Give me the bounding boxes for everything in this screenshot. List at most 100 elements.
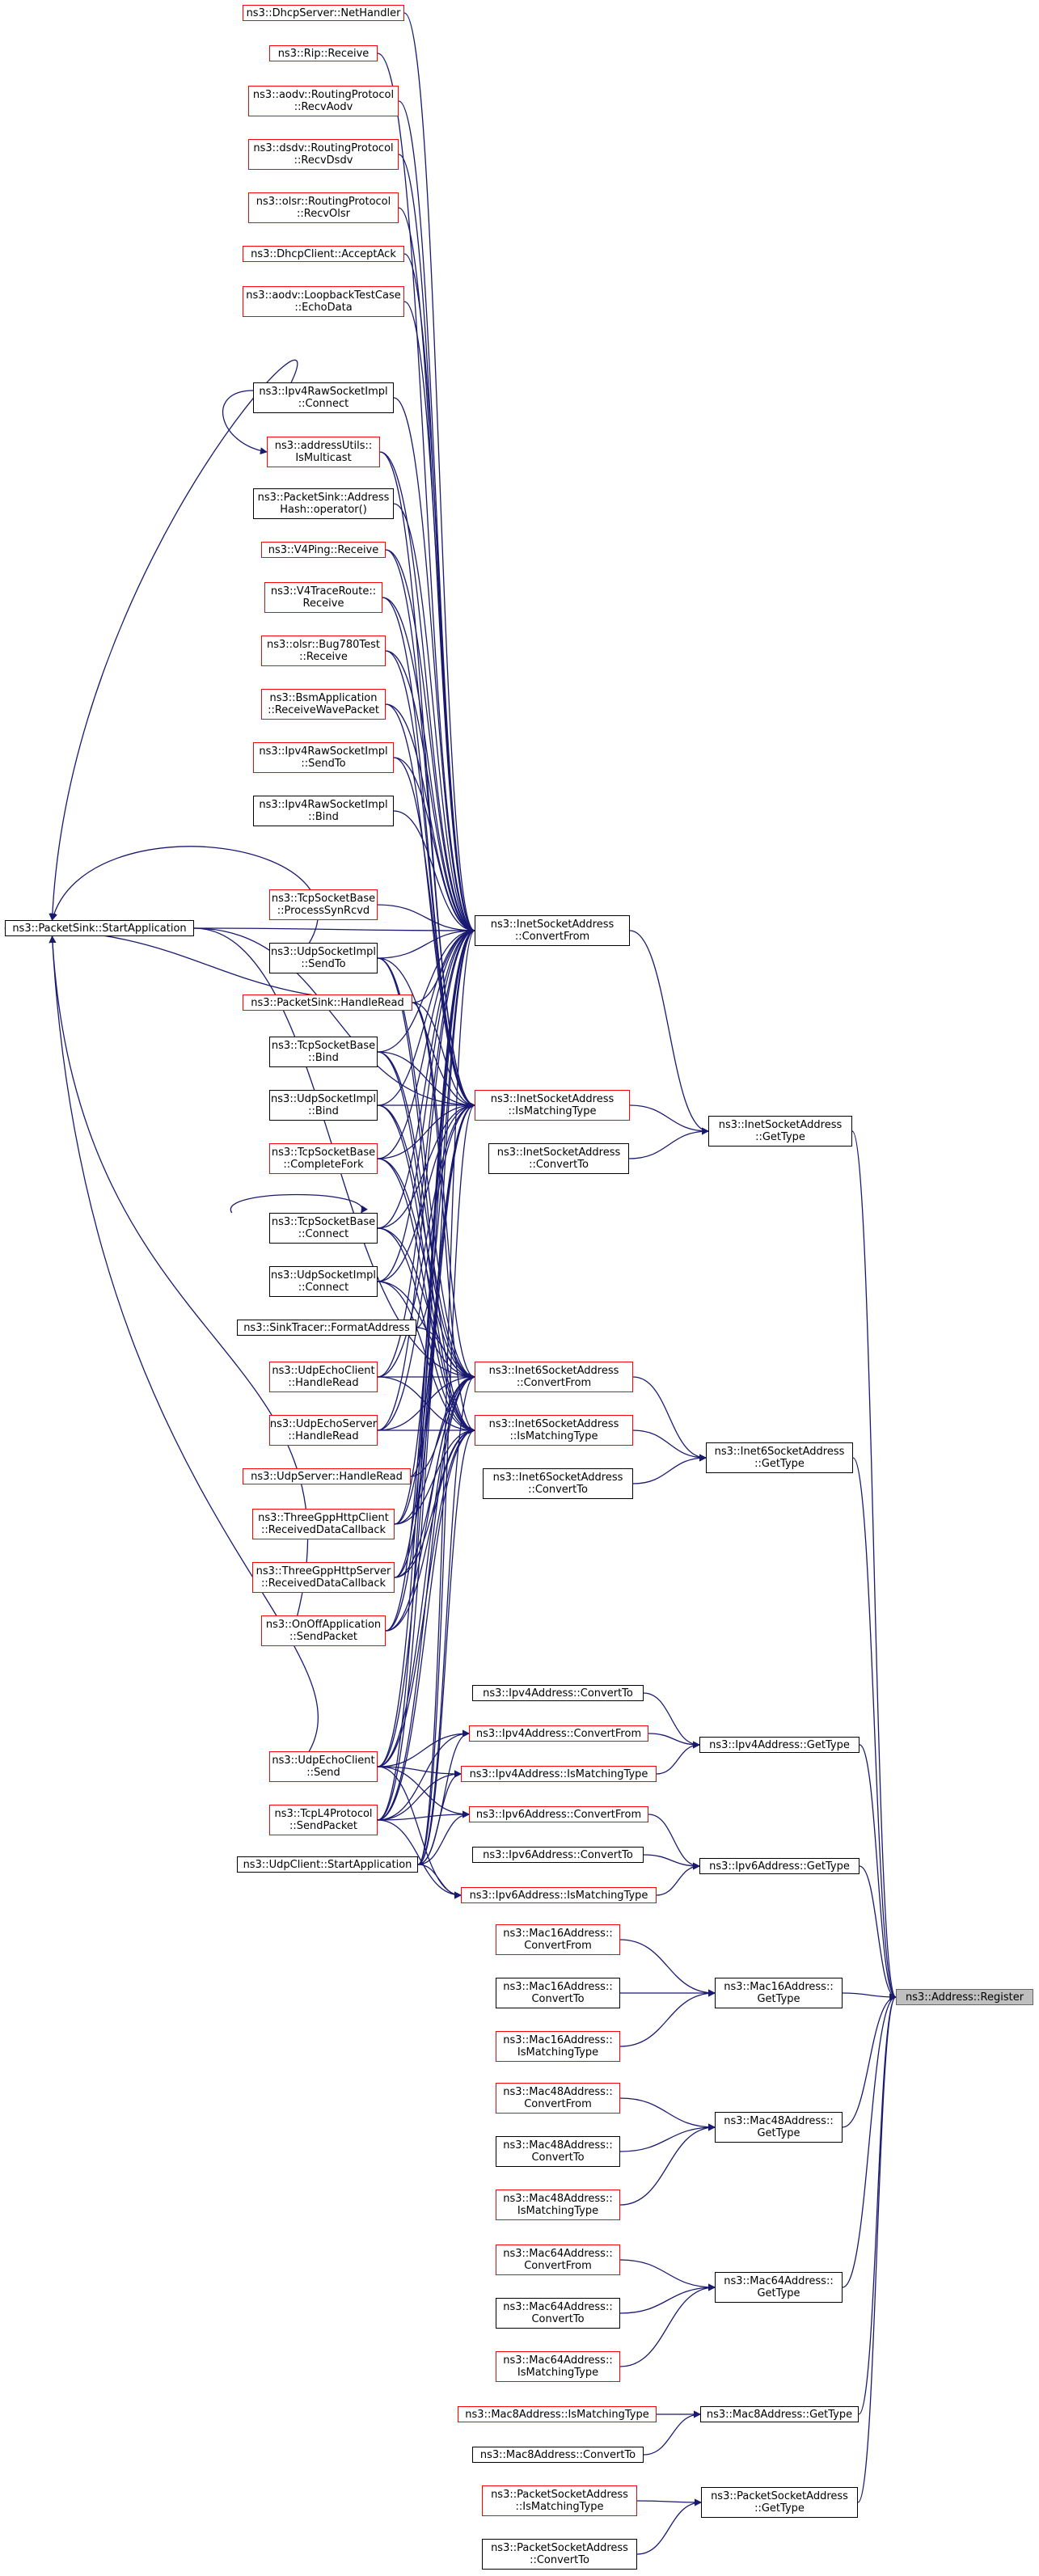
node-ipv6-convertfrom[interactable]: ns3::Ipv6Address::ConvertFrom <box>469 1806 648 1822</box>
node-v4ping-receive[interactable]: ns3::V4Ping::Receive <box>261 542 386 558</box>
node-label-line1: ns3::Ipv4Address::GetType <box>709 1738 850 1751</box>
node-dhcpclient-acceptack[interactable]: ns3::DhcpClient::AcceptAck <box>243 246 404 262</box>
node-label-line1: ns3::UdpEchoServer <box>269 1418 378 1430</box>
node-tcp-completefork[interactable]: ns3::TcpSocketBase::CompleteFork <box>269 1143 378 1174</box>
node-mac16-ismatchingtype[interactable]: ns3::Mac16Address::IsMatchingType <box>496 2031 620 2062</box>
node-packetsocket-convertto[interactable]: ns3::PacketSocketAddress::ConvertTo <box>482 2539 637 2570</box>
node-threegpp-client-rdc[interactable]: ns3::ThreeGppHttpClient::ReceivedDataCal… <box>252 1509 395 1539</box>
node-udp-sendto[interactable]: ns3::UdpSocketImpl::SendTo <box>269 943 378 973</box>
node-udpechoserver-handleread[interactable]: ns3::UdpEchoServer::HandleRead <box>269 1415 378 1446</box>
node-inet6-convertfrom[interactable]: ns3::Inet6SocketAddress::ConvertFrom <box>475 1362 633 1392</box>
edge-mac48_ismatchingtype-to-mac48_gettype <box>619 2123 716 2206</box>
node-packetsocket-gettype[interactable]: ns3::PacketSocketAddress::GetType <box>701 2487 858 2518</box>
node-ipv4-ismatchingtype[interactable]: ns3::Ipv4Address::IsMatchingType <box>461 1766 657 1782</box>
edge-udp_sendto-to-inet_convertfrom <box>377 927 475 959</box>
node-ipv4raw-bind[interactable]: ns3::Ipv4RawSocketImpl::Bind <box>253 796 394 826</box>
node-udpechoclient-send[interactable]: ns3::UdpEchoClient::Send <box>269 1751 378 1782</box>
node-mac64-gettype[interactable]: ns3::Mac64Address::GetType <box>715 2272 843 2303</box>
node-inet-gettype[interactable]: ns3::InetSocketAddress::GetType <box>708 1116 852 1147</box>
node-mac48-ismatchingtype[interactable]: ns3::Mac48Address::IsMatchingType <box>496 2190 620 2220</box>
edge-ipv4raw_sendto-to-inet_ismatchingtype <box>393 757 475 1109</box>
node-label-line1: ns3::Mac48Address:: <box>503 2139 613 2152</box>
node-mac64-ismatchingtype[interactable]: ns3::Mac64Address::IsMatchingType <box>496 2351 620 2382</box>
node-label-line1: ns3::Ipv4RawSocketImpl <box>259 386 388 398</box>
node-aodv-recvaodv[interactable]: ns3::aodv::RoutingProtocol::RecvAodv <box>248 86 399 116</box>
node-mac48-convertto[interactable]: ns3::Mac48Address::ConvertTo <box>496 2136 620 2167</box>
node-label-line2: ::IsMatchingType <box>508 1105 597 1117</box>
node-tcpl4-sendpacket[interactable]: ns3::TcpL4Protocol::SendPacket <box>269 1805 378 1835</box>
edge-loop-a <box>49 359 298 921</box>
node-mac16-convertfrom[interactable]: ns3::Mac16Address::ConvertFrom <box>496 1924 620 1955</box>
node-mac8-gettype[interactable]: ns3::Mac8Address::GetType <box>700 2406 859 2422</box>
node-addressutils-ismulticast[interactable]: ns3::addressUtils::IsMulticast <box>267 437 380 467</box>
node-mac16-convertto[interactable]: ns3::Mac16Address::ConvertTo <box>496 1978 620 2008</box>
node-label-line2: ::Connect <box>298 1282 349 1294</box>
node-packetsocket-ismatchingtype[interactable]: ns3::PacketSocketAddress::IsMatchingType <box>482 2485 637 2516</box>
node-label-line2: ::HandleRead <box>288 1377 359 1389</box>
node-udpclient-startapp[interactable]: ns3::UdpClient::StartApplication <box>237 1856 418 1873</box>
node-packetsink-startapp[interactable]: ns3::PacketSink::StartApplication <box>5 920 194 936</box>
node-udpserver-handleread[interactable]: ns3::UdpServer::HandleRead <box>243 1468 411 1484</box>
node-ipv6-ismatchingtype[interactable]: ns3::Ipv6Address::IsMatchingType <box>461 1887 657 1903</box>
node-dsdv-recvdsdv[interactable]: ns3::dsdv::RoutingProtocol::RecvDsdv <box>248 139 399 170</box>
node-tcp-connect[interactable]: ns3::TcpSocketBase::Connect <box>269 1213 378 1244</box>
node-label-line2: ::Bind <box>308 1105 339 1117</box>
node-udpechoclient-handleread[interactable]: ns3::UdpEchoClient::HandleRead <box>269 1362 378 1392</box>
node-inet6-convertto[interactable]: ns3::Inet6SocketAddress::ConvertTo <box>483 1468 633 1499</box>
node-label-line1: ns3::aodv::RoutingProtocol <box>252 89 395 101</box>
node-onoff-sendpacket[interactable]: ns3::OnOffApplication::SendPacket <box>261 1615 386 1646</box>
node-olsr-recvolsr[interactable]: ns3::olsr::RoutingProtocol::RecvOlsr <box>248 192 399 223</box>
node-mac48-convertfrom[interactable]: ns3::Mac48Address::ConvertFrom <box>496 2083 620 2114</box>
node-label-line2: ConvertTo <box>531 1993 585 2005</box>
edge-packetsink_handleread-to-inet6_ismatchingtype <box>412 1002 475 1434</box>
node-ipv4raw-sendto[interactable]: ns3::Ipv4RawSocketImpl::SendTo <box>253 742 394 773</box>
node-tcp-bind[interactable]: ns3::TcpSocketBase::Bind <box>269 1037 378 1067</box>
node-mac48-gettype[interactable]: ns3::Mac48Address::GetType <box>715 2112 843 2143</box>
node-label-line2: IsMulticast <box>295 452 352 464</box>
node-bsm-receivewavepacket[interactable]: ns3::BsmApplication::ReceiveWavePacket <box>261 689 386 720</box>
node-mac8-convertto[interactable]: ns3::Mac8Address::ConvertTo <box>472 2447 644 2463</box>
node-mac16-gettype[interactable]: ns3::Mac16Address::GetType <box>715 1978 843 2008</box>
node-packetsink-handleread[interactable]: ns3::PacketSink::HandleRead <box>243 995 412 1011</box>
node-ipv6-gettype[interactable]: ns3::Ipv6Address::GetType <box>699 1858 859 1874</box>
node-label-line2: ::Connect <box>298 1228 349 1240</box>
node-label-line1: ns3::Inet6SocketAddress <box>714 1446 845 1458</box>
node-mac64-convertfrom[interactable]: ns3::Mac64Address::ConvertFrom <box>496 2244 620 2275</box>
node-inet6-ismatchingtype[interactable]: ns3::Inet6SocketAddress::IsMatchingType <box>475 1415 633 1446</box>
edge-udpechoserver_handleread-to-inet_convertfrom <box>377 927 475 1431</box>
node-label-line2: ::CompleteFork <box>283 1159 364 1171</box>
node-ipv6-convertto[interactable]: ns3::Ipv6Address::ConvertTo <box>472 1847 644 1863</box>
node-ipv4-convertto[interactable]: ns3::Ipv4Address::ConvertTo <box>472 1685 644 1701</box>
node-mac8-ismatchingtype[interactable]: ns3::Mac8Address::IsMatchingType <box>458 2406 657 2422</box>
node-olsr-bug780-receive[interactable]: ns3::olsr::Bug780Test::Receive <box>261 636 386 666</box>
node-mac64-convertto[interactable]: ns3::Mac64Address::ConvertTo <box>496 2298 620 2329</box>
node-dhcpserver-nethandler[interactable]: ns3::DhcpServer::NetHandler <box>243 5 404 21</box>
node-label-line1: ns3::InetSocketAddress <box>490 1093 615 1105</box>
edge-udpechoclient_send-to-inet_convertfrom <box>377 927 475 1767</box>
node-ipv4raw-connect[interactable]: ns3::Ipv4RawSocketImpl::Connect <box>253 382 394 413</box>
node-inet-ismatchingtype[interactable]: ns3::InetSocketAddress::IsMatchingType <box>475 1090 630 1121</box>
node-sinktracer-formataddress[interactable]: ns3::SinkTracer::FormatAddress <box>237 1320 416 1336</box>
node-inet6-gettype[interactable]: ns3::Inet6SocketAddress::GetType <box>706 1442 853 1473</box>
edge-tcp_connect-self <box>230 1193 368 1214</box>
node-label-line1: ns3::Mac48Address:: <box>503 2086 613 2098</box>
node-v4traceroute-receive[interactable]: ns3::V4TraceRoute::Receive <box>264 582 382 613</box>
node-aodv-loopback-echodata[interactable]: ns3::aodv::LoopbackTestCase::EchoData <box>243 286 404 317</box>
node-ipv4-convertfrom[interactable]: ns3::Ipv4Address::ConvertFrom <box>469 1725 648 1742</box>
edge-threegpp_client_rdc-to-inet6_ismatchingtype <box>394 1426 475 1525</box>
node-rip-receive[interactable]: ns3::Rip::Receive <box>269 45 378 61</box>
node-label-line1: ns3::Inet6SocketAddress <box>488 1365 619 1377</box>
node-udp-connect[interactable]: ns3::UdpSocketImpl::Connect <box>269 1266 378 1297</box>
node-threegpp-server-rdc[interactable]: ns3::ThreeGppHttpServer::ReceivedDataCal… <box>252 1562 395 1593</box>
node-udp-bind[interactable]: ns3::UdpSocketImpl::Bind <box>269 1090 378 1121</box>
node-inet-convertto[interactable]: ns3::InetSocketAddress::ConvertTo <box>488 1143 629 1174</box>
node-ipv4-gettype[interactable]: ns3::Ipv4Address::GetType <box>699 1737 859 1753</box>
node-label-line1: ns3::aodv::LoopbackTestCase <box>246 289 401 302</box>
edge-ipv4raw_connect-to-addressutils_ismulticast <box>222 390 268 455</box>
node-label-line2: IsMatchingType <box>517 2367 599 2379</box>
node-inet-convertfrom[interactable]: ns3::InetSocketAddress::ConvertFrom <box>475 915 630 946</box>
node-tcp-processsynrcvd[interactable]: ns3::TcpSocketBase::ProcessSynRcvd <box>269 889 378 920</box>
edge-mac48_gettype-to-address_register <box>842 1993 897 2128</box>
node-label-line1: ns3::Mac16Address:: <box>503 1981 613 1993</box>
